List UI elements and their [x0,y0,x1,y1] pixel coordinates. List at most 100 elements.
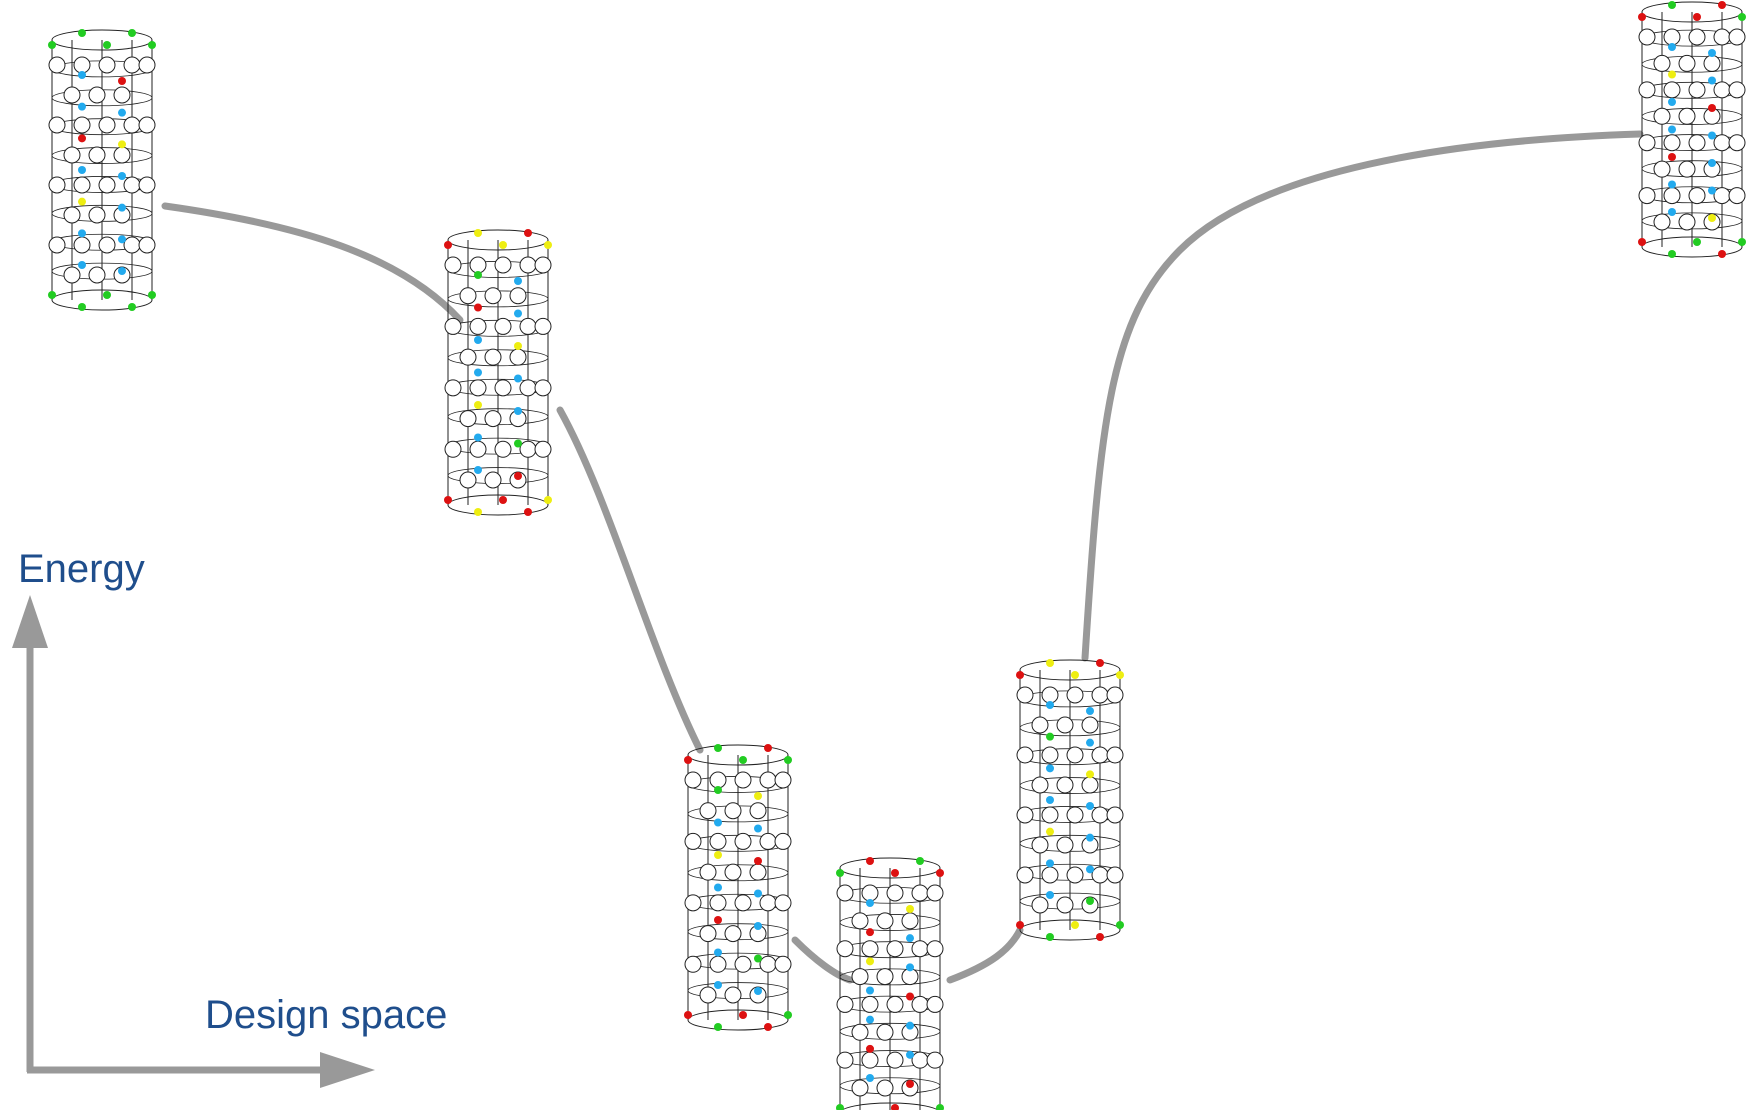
atom-mid [714,981,722,989]
atom-top [1638,13,1646,21]
ring [1641,160,1743,178]
atom-top [739,756,747,764]
atom-large [684,955,702,973]
atom-large [138,116,156,134]
atom-top [78,29,86,37]
atom-mid [78,261,86,269]
atom-large [886,940,904,958]
atom-large [699,925,717,943]
atom-large [1663,81,1681,99]
atom-top [1116,671,1124,679]
atom-large [519,379,537,397]
atom-large [876,912,894,930]
atom-top [1096,659,1104,667]
atom-mid [78,197,86,206]
atom-mid [714,948,722,957]
atom-large [48,176,66,194]
atom-mid [1046,827,1054,836]
atom-large [1638,187,1656,205]
atom-mid [714,916,722,924]
atom-top [936,869,944,877]
atom-large [749,863,767,881]
atom-large [63,146,81,164]
atom-large [444,256,462,274]
atom-large [1091,866,1109,884]
atom-mid [754,824,762,833]
atom-large [861,1051,879,1069]
atom-mid [1668,98,1676,106]
atom-large [1031,896,1049,914]
atom-large [63,86,81,104]
atom-large [1016,866,1034,884]
atom-mid [754,922,762,930]
atom-large [494,256,512,274]
atom-large [459,410,477,428]
atom-mid [1086,865,1094,874]
atom-large [1081,716,1099,734]
atom-large [1016,806,1034,824]
atom-large [1106,746,1124,764]
atom-bottom [1718,250,1726,258]
atom-top [1071,671,1079,679]
atom-mid [1668,43,1676,51]
atom-top [916,857,924,865]
atom-large [88,266,106,284]
atom-mid [1668,180,1676,189]
structure-5 [1016,659,1124,941]
atom-mid [1668,208,1676,216]
atom-large [724,863,742,881]
atom-large [1663,187,1681,205]
atom-mid [1086,833,1094,842]
atom-mid [474,466,482,474]
y-axis-arrowhead [12,595,48,648]
atom-large [699,986,717,1004]
atom-large [469,317,487,335]
atom-large [1091,746,1109,764]
atom-top [891,869,899,877]
atom-bottom [714,1023,722,1031]
atom-mid [1046,859,1054,868]
atom-mid [474,336,482,344]
atom-large [1066,866,1084,884]
atom-large [98,176,116,194]
atom-mid [1046,764,1054,773]
atom-bottom [1638,238,1646,246]
atom-mid [754,889,762,898]
atom-large [774,771,792,789]
atom-mid [78,229,86,238]
atom-large [886,995,904,1013]
atom-large [911,995,929,1013]
atom-large [684,832,702,850]
atom-large [759,894,777,912]
structure-2 [444,229,552,516]
atom-mid [754,954,762,963]
atom-top [474,229,482,237]
atom-large [73,116,91,134]
atom-large [1728,134,1746,152]
atom-large [734,832,752,850]
atom-bottom [1096,933,1104,941]
structures-layer [48,1,1746,1110]
atom-mid [78,134,86,143]
atom-mid [474,303,482,312]
ring [1641,212,1743,230]
atom-large [1653,107,1671,125]
atom-mid [1086,738,1094,747]
atom-mid [866,899,874,907]
atom-large [1106,866,1124,884]
atom-large [1728,187,1746,205]
atom-large [724,925,742,943]
atom-mid [118,140,126,149]
atom-mid [118,77,126,85]
atom-large [113,86,131,104]
atom-large [1081,776,1099,794]
atom-large [1056,776,1074,794]
atom-large [759,832,777,850]
atom-bottom [836,1104,844,1110]
ring [839,1022,941,1040]
atom-top [128,29,136,37]
atom-top [1738,13,1746,21]
ring [1019,777,1121,794]
atom-large [1041,686,1059,704]
atom-mid [1708,186,1716,195]
